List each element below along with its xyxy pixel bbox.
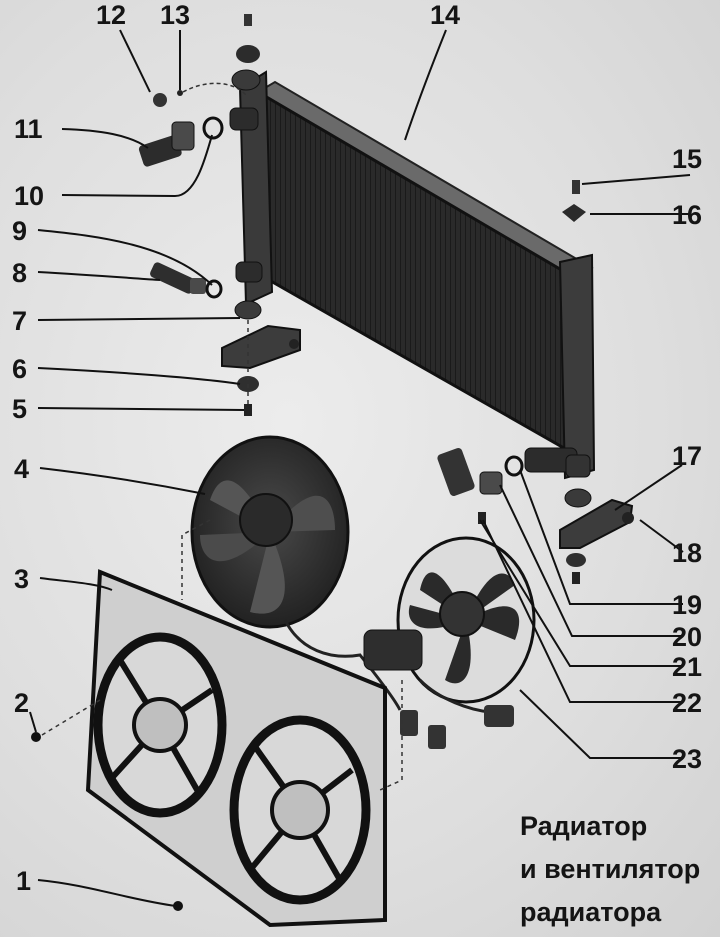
caption-line-2: и вентилятор [520, 854, 701, 884]
screw-2 [31, 732, 41, 742]
caption-line-1: Радиатор [520, 811, 648, 841]
part-number-14: 14 [430, 0, 460, 30]
rubber-mount-16 [562, 204, 586, 222]
part-numbers: 1 2 3 4 5 6 7 8 9 10 11 12 13 14 15 16 1… [12, 0, 702, 896]
part-number-5: 5 [12, 394, 27, 424]
part-number-21: 21 [672, 652, 702, 682]
part-number-11: 11 [14, 114, 43, 144]
part-number-16: 16 [672, 200, 702, 230]
sensor-housing-21 [479, 471, 503, 495]
part-number-17: 17 [672, 441, 702, 471]
assembly-guides [41, 320, 403, 791]
bracket-left [221, 324, 301, 370]
part-number-4: 4 [14, 454, 29, 484]
rubber-mount-7 [234, 300, 262, 320]
right-mount-parts [437, 448, 634, 584]
o-ring-10 [202, 116, 224, 140]
part-number-8: 8 [12, 258, 27, 288]
leader-lines [29, 29, 691, 907]
part-number-23: 23 [672, 744, 702, 774]
part-number-9: 9 [12, 216, 27, 246]
caption-line-3: радиатора [520, 897, 662, 927]
left-mount-parts [150, 262, 301, 416]
temperature-sensor-22 [437, 448, 475, 496]
screw-1 [173, 901, 183, 911]
part-number-20: 20 [672, 622, 702, 652]
sensor-8 [150, 262, 206, 294]
radiator-right-tank [558, 253, 596, 480]
bolt-top [244, 14, 252, 26]
part-number-15: 15 [672, 144, 702, 174]
part-number-10: 10 [14, 181, 44, 211]
connector-plug [484, 705, 514, 727]
lower-hose-outlet [235, 261, 263, 283]
fan-motor-hub [239, 493, 293, 547]
part-number-2: 2 [14, 688, 29, 718]
figure-caption: Радиатор и вентилятор радиатора [520, 805, 715, 934]
clip-18 [622, 512, 634, 524]
fan-motor-small [363, 629, 423, 671]
bolt-5 [244, 404, 252, 416]
upper-mount-parts [138, 14, 586, 222]
fan-shroud [31, 569, 387, 928]
part-number-7: 7 [12, 306, 27, 336]
rubber-mount-top [236, 45, 260, 63]
pin-13 [177, 90, 183, 96]
part-number-12: 12 [96, 0, 126, 30]
part-number-6: 6 [12, 354, 27, 384]
radiator [229, 70, 596, 480]
o-ring-9 [205, 279, 223, 299]
upper-hose-outlet [229, 107, 259, 131]
fan-large [190, 435, 402, 711]
o-ring-20 [504, 455, 524, 477]
bolt-15 [572, 180, 580, 194]
part-number-13: 13 [160, 0, 190, 30]
part-number-3: 3 [14, 564, 29, 594]
clip-12 [153, 93, 167, 107]
part-number-1: 1 [16, 866, 31, 896]
temperature-sensor-11 [138, 121, 195, 167]
part-number-18: 18 [672, 538, 702, 568]
fan-small [363, 536, 536, 749]
bracket-17 [559, 498, 634, 549]
part-number-19: 19 [672, 590, 702, 620]
part-number-22: 22 [672, 688, 702, 718]
